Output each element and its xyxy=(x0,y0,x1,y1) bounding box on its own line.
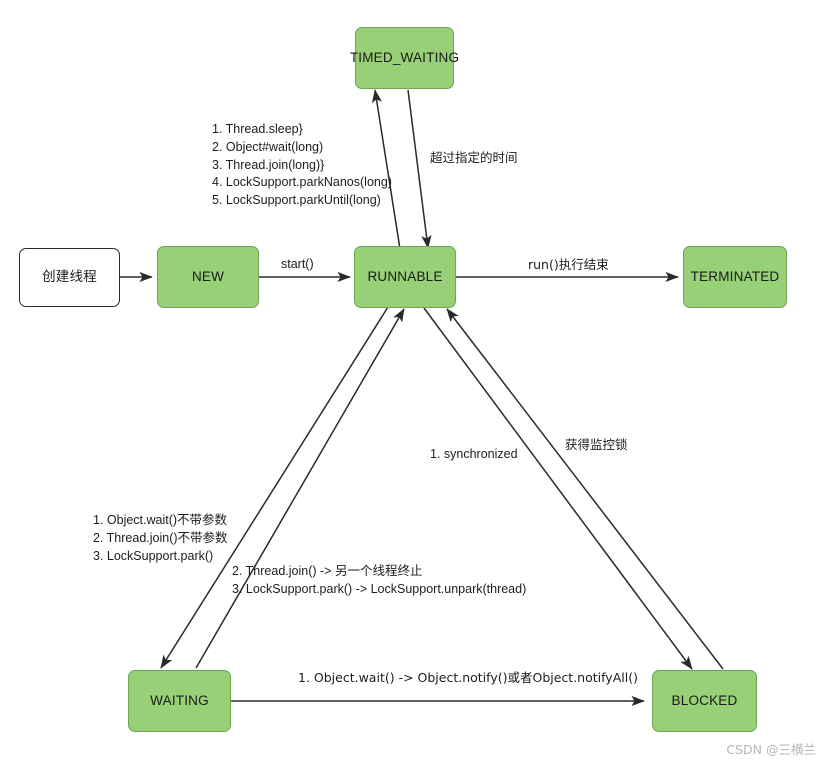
node-terminated[interactable]: TERMINATED xyxy=(683,246,787,308)
csdn-watermark: CSDN @三横兰 xyxy=(726,742,816,757)
edge-blocked-to-runnable xyxy=(446,308,724,670)
annotation-line: 2. Thread.join() -> 另一个线程终止 xyxy=(232,564,423,578)
node-create-thread[interactable]: 创建线程 xyxy=(19,248,120,307)
edge-runnable-to-waiting xyxy=(160,306,389,669)
annotation-to-waiting: 1. Object.wait()不带参数 2. Thread.join()不带参… xyxy=(93,512,228,565)
node-create-thread-label: 创建线程 xyxy=(42,269,97,286)
edge-timed-waiting-to-runnable xyxy=(407,89,432,249)
annotation-from-waiting: 2. Thread.join() -> 另一个线程终止 3. LockSuppo… xyxy=(232,563,526,599)
annotation-line: 1. Thread.sleep} xyxy=(212,122,303,136)
edge-label-synchronized: 1. synchronized xyxy=(430,447,518,461)
node-terminated-label: TERMINATED xyxy=(690,268,780,284)
edge-label-acquire-monitor: 获得监控锁 xyxy=(565,437,628,452)
edge-label-run-end: run()执行结束 xyxy=(528,257,609,272)
annotation-line: 3. LockSupport.park() -> LockSupport.unp… xyxy=(232,581,527,596)
edge-runnable-to-blocked xyxy=(423,307,693,670)
node-runnable-label: RUNNABLE xyxy=(367,268,443,284)
node-timed-waiting-label: TIMED_WAITING xyxy=(349,49,460,65)
annotation-line: 1. Object.wait()不带参数 xyxy=(93,513,228,527)
node-blocked[interactable]: BLOCKED xyxy=(652,670,757,732)
edge-label-notify: 1. Object.wait() -> Object.notify()或者Obj… xyxy=(298,670,638,685)
node-new-label: NEW xyxy=(191,268,225,284)
node-waiting-label: WAITING xyxy=(150,692,209,708)
node-new[interactable]: NEW xyxy=(157,246,259,308)
annotation-line: 2. Object#wait(long) xyxy=(212,139,324,154)
node-timed-waiting[interactable]: TIMED_WAITING xyxy=(350,27,459,89)
node-blocked-label: BLOCKED xyxy=(671,692,738,708)
annotation-line: 5. LockSupport.parkUntil(long) xyxy=(212,193,381,207)
edge-label-start: start() xyxy=(281,257,314,271)
edge-waiting-to-runnable xyxy=(195,308,405,669)
edge-label-timeout: 超过指定的时间 xyxy=(430,150,518,165)
node-waiting[interactable]: WAITING xyxy=(128,670,231,732)
annotation-line: 3. Thread.join(long)} xyxy=(212,157,325,172)
annotation-line: 3. LockSupport.park() xyxy=(93,548,214,563)
annotation-to-timed-waiting: 1. Thread.sleep} 2. Object#wait(long) 3.… xyxy=(212,121,392,210)
annotation-line: 4. LockSupport.parkNanos(long) xyxy=(212,175,392,190)
node-runnable[interactable]: RUNNABLE xyxy=(354,246,456,308)
annotation-line: 2. Thread.join()不带参数 xyxy=(93,530,228,545)
